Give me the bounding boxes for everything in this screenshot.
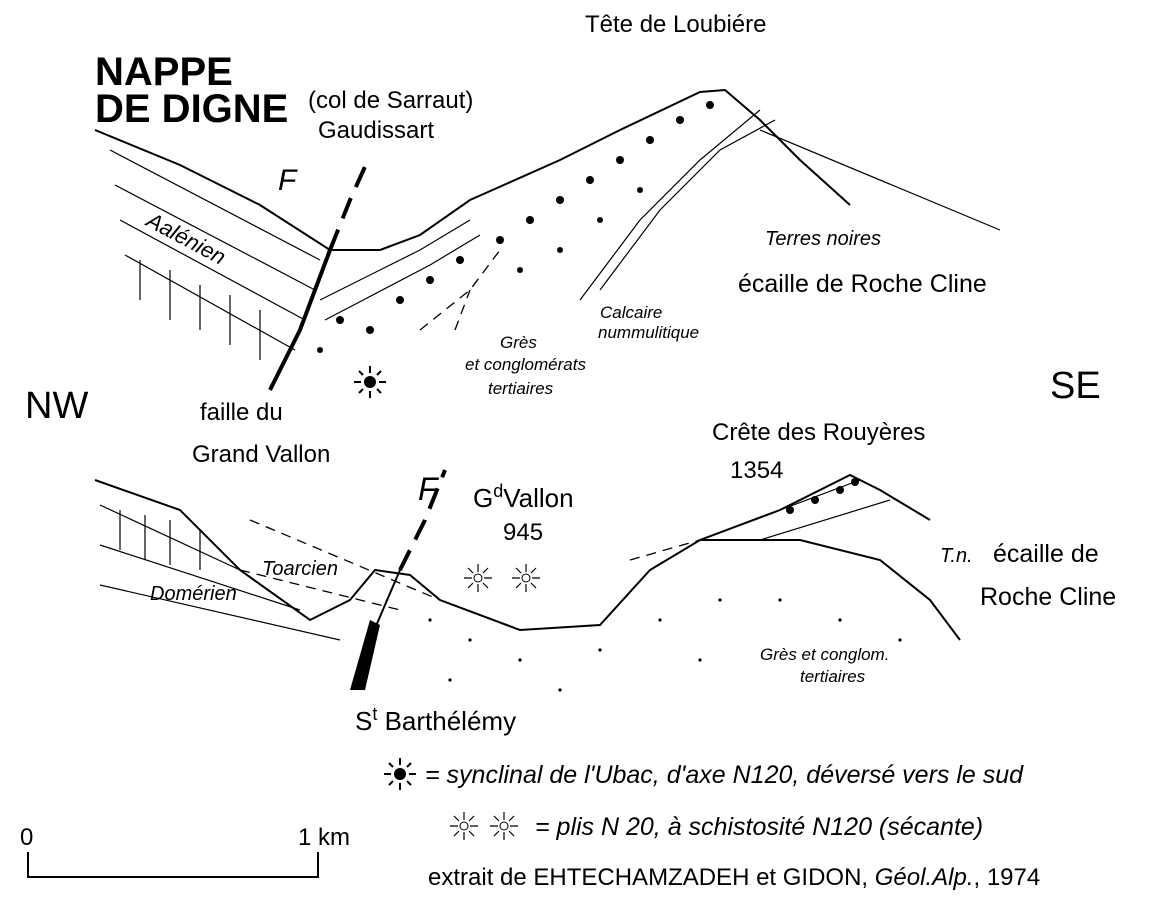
fault-name-1: faille du	[200, 399, 283, 426]
label-calcaire-1: Calcaire	[600, 303, 662, 322]
scale-end: 1 km	[298, 824, 350, 851]
fold-legend-icon	[450, 812, 478, 840]
syncline-symbol-icon	[354, 366, 386, 398]
fold-symbol-icon	[464, 564, 492, 592]
label-gres-2: et conglomérats	[465, 355, 586, 374]
village-st-barthelemy: St Barthélémy	[355, 704, 516, 736]
label-tn: T.n.	[940, 545, 973, 567]
place-gd-vallon: GdVallon	[473, 481, 574, 513]
lower-section	[94, 469, 961, 692]
pass-name: (col de Sarraut)	[308, 87, 473, 114]
title-line-1: NAPPE	[95, 50, 233, 94]
label-ecaille-lower-1: écaille de	[993, 540, 1099, 568]
legend-item-syncline: = synclinal de l'Ubac, d'axe N120, déver…	[425, 761, 1024, 789]
label-gres-lower-1: Grès et conglom.	[760, 645, 889, 664]
place-elevation: 945	[503, 519, 543, 546]
summit-upper: Tête de Loubiére	[585, 11, 766, 38]
syncline-legend-icon	[384, 758, 416, 790]
citation: extrait de EHTECHAMZADEH et GIDON, Géol.…	[428, 864, 1040, 891]
fault-letter-lower: F	[418, 471, 440, 507]
scale-start: 0	[20, 824, 33, 851]
title-line-2: DE DIGNE	[95, 87, 288, 131]
fault-letter-upper: F	[278, 164, 298, 197]
label-domerien: Domérien	[150, 583, 237, 605]
legend-item-folds: = plis N 20, à schistosité N120 (sécante…	[535, 813, 983, 841]
label-toarcien: Toarcien	[262, 558, 338, 580]
fold-legend-icon	[490, 812, 518, 840]
summit-elevation: 1354	[730, 457, 783, 484]
orientation-nw: NW	[25, 385, 88, 427]
summit-lower: Crête des Rouyères	[712, 419, 925, 446]
label-gres-1: Grès	[500, 333, 537, 352]
fold-symbol-icon	[512, 564, 540, 592]
label-calcaire-2: nummulitique	[598, 323, 699, 342]
label-gres-3: tertiaires	[488, 379, 554, 398]
fault-name-2: Grand Vallon	[192, 441, 330, 468]
label-gres-lower-2: tertiaires	[800, 667, 866, 686]
legend: = synclinal de l'Ubac, d'axe N120, déver…	[384, 758, 1024, 841]
scale-bar: 0 1 km	[20, 824, 350, 878]
label-terres-noires: Terres noires	[765, 228, 881, 250]
label-ecaille-upper: écaille de Roche Cline	[738, 270, 987, 298]
pass-place: Gaudissart	[318, 117, 434, 144]
label-ecaille-lower-2: Roche Cline	[980, 583, 1116, 611]
orientation-se: SE	[1050, 365, 1101, 407]
upper-section	[94, 88, 1001, 391]
